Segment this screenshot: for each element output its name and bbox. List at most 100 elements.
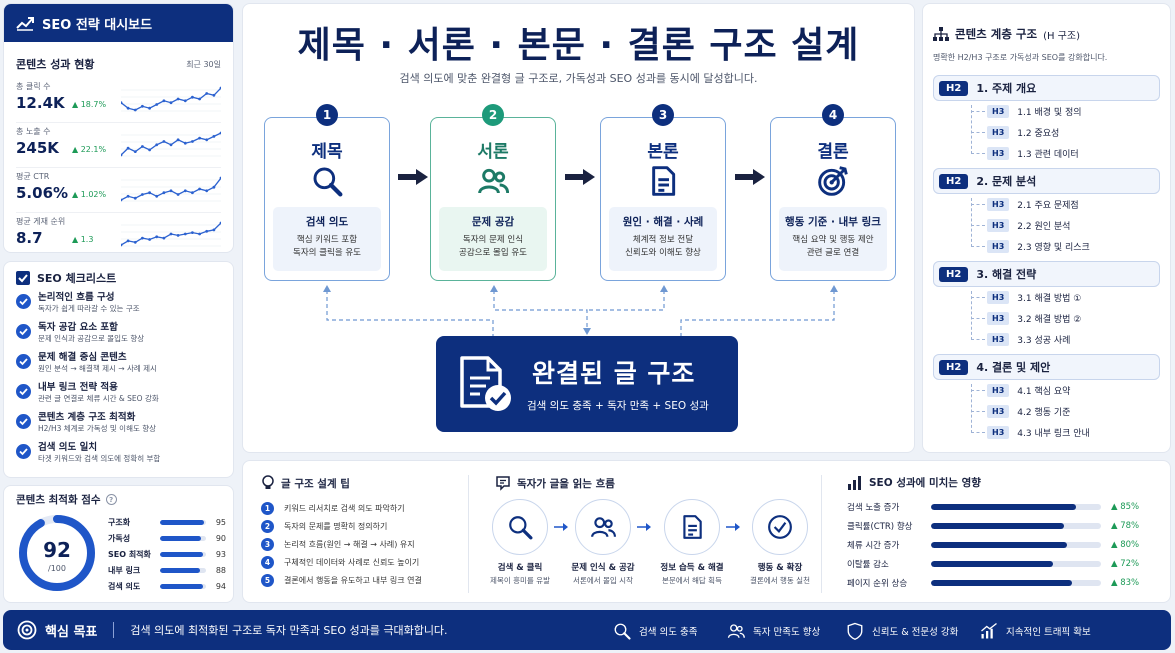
h3-tag: H3 [987,426,1010,439]
toc-h2-item[interactable]: H2 3. 해결 전략 [933,261,1160,287]
check-circle-icon [16,324,31,339]
impact-title: SEO 성과에 미치는 영향 [869,477,981,489]
toc-h3-item[interactable]: H3 3.1 해결 방법 ① [933,287,1160,308]
spark-line [121,177,221,201]
spark-point [219,86,221,90]
metric-2: 평균 CTR 5.06% ▲ 1.02% [16,168,221,213]
result-title: 완결된 글 구조 [532,359,696,388]
spark-point [212,93,216,97]
check-circle-icon [16,294,31,309]
spark-point [219,131,221,135]
step-detail-title: 원인 · 해결 · 사례 [622,216,704,228]
h3-title: 3.2 해결 방법 ② [1017,315,1082,325]
toc-h3-item[interactable]: H3 1.1 배경 및 정의 [933,101,1160,122]
arrow-right-icon [554,523,568,531]
h3-title: 1.2 중요성 [1017,129,1060,139]
metric-delta: ▲ 22.1% [72,145,107,154]
step-number: 2 [482,104,504,126]
spark-point [126,106,130,110]
spark-point [205,189,209,193]
score-row: 내부 링크 88 [108,562,228,578]
score-row-label: 검색 의도 [108,581,141,591]
score-row: 가독성 90 [108,530,228,546]
metric-label: 총 노출 수 [16,127,51,136]
spark-point [212,185,216,189]
tip-number: 2 [261,519,274,533]
spark-point [126,194,130,198]
toc-h3-item[interactable]: H3 1.2 중요성 [933,122,1160,143]
toc-h3-item[interactable]: H3 4.3 내부 링크 안내 [933,422,1160,443]
toc-h3-item[interactable]: H3 2.3 영향 및 리스크 [933,236,1160,257]
spark-point [198,232,201,236]
target-icon [818,166,848,196]
toc-h3-item[interactable]: H3 1.3 관련 데이터 [933,143,1160,164]
metric-delta: ▲ 1.3 [72,235,94,244]
score-row: 검색 의도 94 [108,578,228,594]
step-detail-line: 핵심 키워드 포함 [296,235,358,245]
spark-point [205,229,209,233]
toc-h2-item[interactable]: H2 1. 주제 개요 [933,75,1160,101]
score-row-label: 가독성 [108,533,131,543]
spark-point [121,198,123,202]
flow-step-title: 검색 & 클릭 [497,563,543,573]
h2-tag: H2 [939,80,969,96]
shield-icon [847,622,863,640]
tip-number: 1 [261,501,274,515]
spark-point [198,187,201,191]
impact-value: ▲ 85% [1111,502,1140,512]
tip-text: 키워드 리서치로 검색 의도 파악하기 [284,503,405,513]
footer-goal-text: 검색 의도 충족 [639,627,698,638]
score-row-label: SEO 최적화 [108,549,151,559]
toc-h3-item[interactable]: H3 3.3 성공 사례 [933,329,1160,350]
score-bar-track [160,551,206,557]
metric-delta: ▲ 18.7% [72,100,107,109]
spark-point [133,108,137,112]
step-number: 4 [822,104,844,126]
step-number: 1 [316,104,338,126]
step-detail-line: 독자의 클릭을 유도 [293,248,361,258]
step-detail-title: 검색 의도 [305,216,349,228]
flow-step-circle [752,499,808,555]
checklist-item-title: 콘텐츠 계층 구조 최적화 [38,412,136,423]
spark-point [169,143,173,147]
score-bar-track [160,535,206,541]
toc-h2-item[interactable]: H2 2. 문제 분석 [933,168,1160,194]
toc-h3-item[interactable]: H3 3.2 해결 방법 ② [933,308,1160,329]
impact-bar-track [931,504,1101,510]
help-icon[interactable]: ? [105,494,117,505]
impact-row: 검색 노출 증가 ▲ 85% [847,500,1139,514]
impact-bar-fill [931,542,1067,548]
spark-point [169,189,173,193]
spark-point [162,99,166,103]
h3-title: 4.3 내부 링크 안내 [1017,429,1090,439]
score-bar-fill [160,551,203,557]
footer-goal-item: 독자 만족도 향상 [727,622,820,640]
growth-chart-icon [16,17,34,31]
sparkline [121,221,221,247]
hierarchy-title: 콘텐츠 계층 구조 [955,27,1038,41]
spark-point [141,104,144,108]
h3-title: 2.2 원인 분석 [1017,222,1071,232]
toc-h3-item[interactable]: H3 4.2 행동 기준 [933,401,1160,422]
checklist-item: 검색 의도 일치 타겟 키워드와 검색 의도에 정확히 부합 [16,442,221,472]
flow-step-circle [664,499,720,555]
score-bar-fill [160,535,202,541]
h3-tag: H3 [987,405,1010,418]
toc-h2-item[interactable]: H2 4. 결론 및 제안 [933,354,1160,380]
checklist-item-title: 내부 링크 전략 적용 [38,382,118,393]
spark-point [162,191,166,195]
h3-title: 3.3 성공 사례 [1017,336,1071,346]
toc-h3-item[interactable]: H3 2.1 주요 문제점 [933,194,1160,215]
spark-point [141,236,144,240]
document-icon [652,166,676,196]
checklist-item-desc: 관련 글 연결로 체류 시간 & SEO 강화 [38,394,159,403]
impact-row: 클릭률(CTR) 향상 ▲ 78% [847,519,1139,533]
check-circle-icon [768,515,792,539]
main-title: 제목 · 서론 · 본문 · 결론 구조 설계 [297,25,860,66]
h3-tag: H3 [987,147,1010,160]
toc-h3-item[interactable]: H3 4.1 핵심 요약 [933,380,1160,401]
arrow-right-icon [398,169,428,185]
sparkline [121,131,221,157]
toc-h3-item[interactable]: H3 2.2 원인 분석 [933,215,1160,236]
